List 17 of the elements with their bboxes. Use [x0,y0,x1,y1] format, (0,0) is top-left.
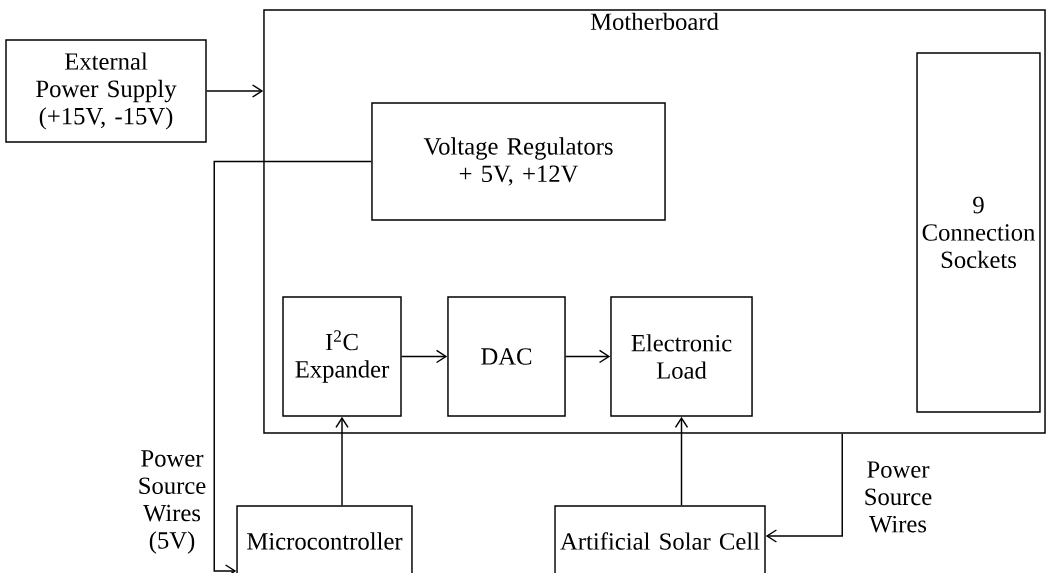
arrow [565,349,611,364]
block-box: 9 Connection Sockets [916,52,1041,413]
block-box: Electronic Load [610,296,753,417]
arrow [335,416,349,506]
edge-label: Power Source Wires [856,460,940,534]
block-box: Microcontroller [236,505,413,573]
arrow [206,84,264,98]
block-box: I$^{2}$C Expander [282,296,402,417]
arrow [401,349,448,364]
arrow [765,432,843,543]
block-box: External Power Supply (+15V, -15V) [5,39,207,143]
edge-label: Power Source Wires (5V) [132,448,212,556]
arrow [213,160,372,573]
block-box: DAC [447,296,566,417]
arrow [674,416,689,506]
block-box: Artificial Solar Cell [554,505,766,573]
block-box: Voltage Regulators + 5V, +12V [371,102,666,221]
